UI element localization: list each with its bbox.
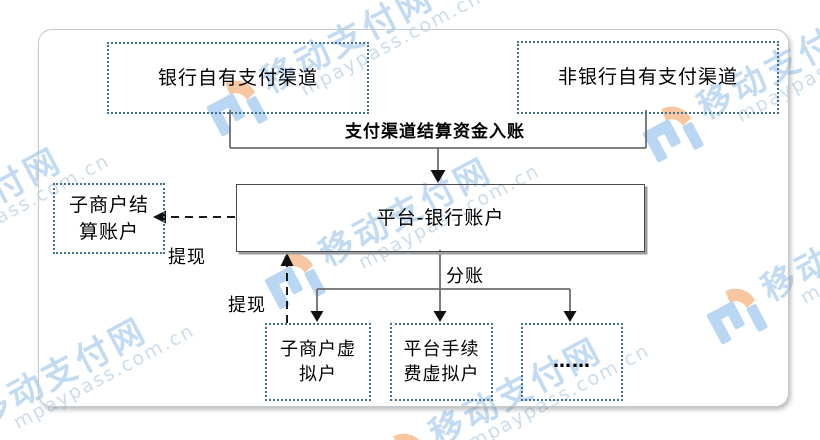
node-label: …… — [553, 351, 591, 373]
edge-label-withdraw-to-settlement: 提现 — [168, 247, 206, 268]
edge-label-inflow: 支付渠道结算资金入账 — [345, 122, 525, 142]
node-submerchant-settlement-account: 子商户结算账户 — [53, 183, 165, 254]
node-label: 非银行自有支付渠道 — [557, 66, 738, 89]
node-label: 银行自有支付渠道 — [157, 66, 318, 89]
node-label: 平台手续费虚拟户 — [403, 338, 480, 385]
node-more-accounts: …… — [521, 323, 623, 401]
mpaypass-logo-icon — [393, 433, 424, 440]
edge-label-split: 分账 — [446, 266, 484, 287]
node-bank-own-payment-channel: 银行自有支付渠道 — [107, 42, 369, 114]
diagram-panel — [38, 29, 789, 407]
node-submerchant-virtual-account: 子商户虚拟户 — [265, 323, 371, 401]
node-label: 子商户结算账户 — [68, 193, 149, 243]
node-platform-bank-account: 平台-银行账户 — [236, 184, 645, 252]
edge-label-withdraw-from-virtual: 提现 — [228, 295, 266, 316]
node-nonbank-own-payment-channel: 非银行自有支付渠道 — [517, 41, 779, 114]
node-label: 平台-银行账户 — [376, 206, 505, 229]
watermark-en-text: mpaypass.com.cn — [796, 194, 820, 309]
node-platform-fee-virtual-account: 平台手续费虚拟户 — [390, 323, 493, 401]
node-label: 子商户虚拟户 — [280, 338, 356, 385]
